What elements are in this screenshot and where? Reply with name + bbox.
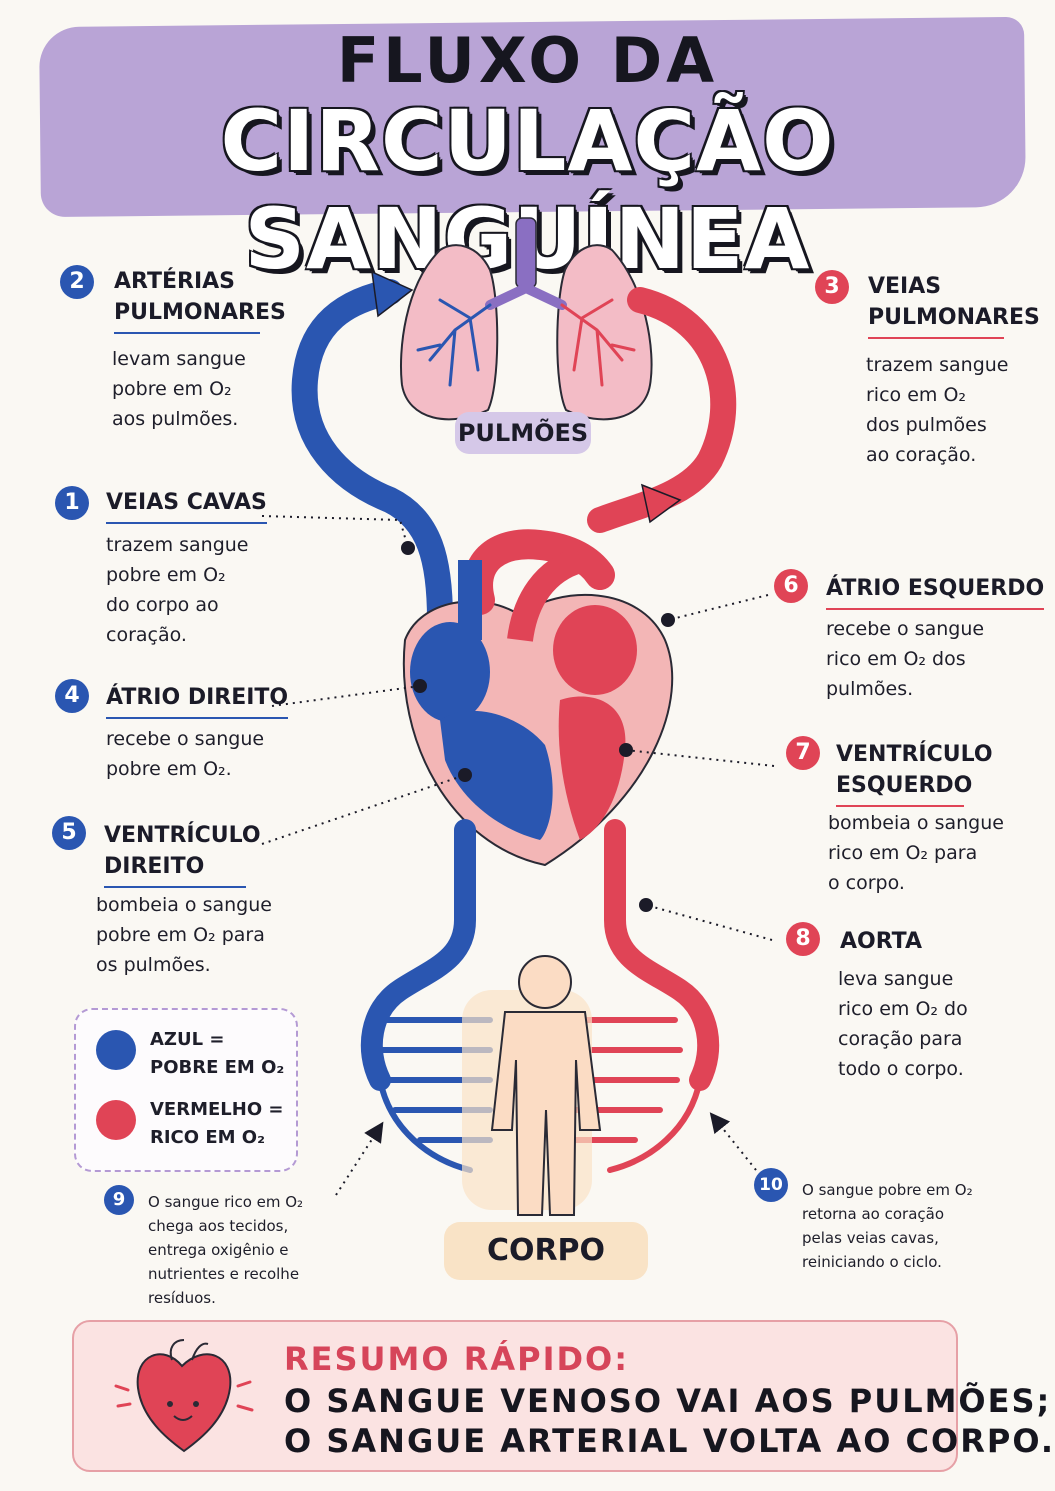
summary-line-1: O SANGUE VENOSO VAI AOS PULMÕES; xyxy=(284,1382,1052,1420)
lungs-label: PULMÕES xyxy=(455,412,591,454)
lungs-illustration xyxy=(399,217,653,421)
step-4-badge: 4 xyxy=(55,679,89,713)
blue-capillaries xyxy=(372,1017,493,1173)
step-2-badge: 2 xyxy=(60,265,94,299)
step-7-badge: 7 xyxy=(786,736,820,770)
summary-title: RESUMO RÁPIDO: xyxy=(284,1340,630,1378)
step-2-title: ARTÉRIAS PULMONARES xyxy=(114,266,286,334)
step-3-title: VEIAS PULMONARES xyxy=(868,271,1040,339)
step-4-title: ÁTRIO DIREITO xyxy=(106,682,289,719)
step-3-description: trazem sangue rico em O₂ dos pulmões ao … xyxy=(866,354,1009,466)
legend-red-label: VERMELHO = RICO EM O₂ xyxy=(150,1099,284,1148)
vena-cava-vessel xyxy=(360,819,476,1091)
title-line-1: FLUXO DA xyxy=(336,24,719,97)
red-capillaries xyxy=(567,1017,703,1173)
step-10-badge: 10 xyxy=(754,1168,788,1202)
step-6-description: recebe o sangue rico em O₂ dos pulmões. xyxy=(826,618,985,700)
step-8-title: AORTA xyxy=(840,929,923,954)
aorta-vessel xyxy=(604,819,720,1091)
step-9-badge: 9 xyxy=(104,1185,134,1215)
step-5-description: bombeia o sangue pobre em O₂ para os pul… xyxy=(96,894,272,976)
step-2-description: levam sangue pobre em O₂ aos pulmões. xyxy=(112,348,246,430)
pulmonary-artery-arrow-icon xyxy=(371,270,414,318)
step-8-badge: 8 xyxy=(786,922,820,956)
step-5-badge: 5 xyxy=(52,816,86,850)
legend-blue-label: AZUL = POBRE EM O₂ xyxy=(150,1029,285,1078)
body-illustration xyxy=(462,955,602,1216)
summary-box: RESUMO RÁPIDO: O SANGUE VENOSO VAI AOS P… xyxy=(72,1320,1053,1472)
legend-red-dot xyxy=(96,1100,136,1140)
legend-blue-dot xyxy=(96,1030,136,1070)
step-10-description: O sangue pobre em O₂ retorna ao coração … xyxy=(802,1181,973,1271)
color-legend: AZUL = POBRE EM O₂ VERMELHO = RICO EM O₂ xyxy=(74,1008,298,1172)
pulmonary-artery-vessel xyxy=(291,279,453,633)
pulmonary-vein-vessel xyxy=(587,287,737,533)
step-7-description: bombeia o sangue rico em O₂ para o corpo… xyxy=(828,812,1004,894)
step-9-description: O sangue rico em O₂ chega aos tecidos, e… xyxy=(148,1193,304,1307)
step-3-badge: 3 xyxy=(815,270,849,304)
heart-illustration xyxy=(402,529,674,867)
body-label: CORPO xyxy=(444,1222,648,1280)
step-1-badge: 1 xyxy=(55,486,89,520)
step-6-badge: 6 xyxy=(774,569,808,603)
leader-lines xyxy=(261,515,775,1196)
step-5-title: VENTRÍCULO DIREITO xyxy=(104,820,261,888)
step-8-description: leva sangue rico em O₂ do coração para t… xyxy=(838,968,968,1080)
smiling-heart-icon xyxy=(114,1339,254,1453)
summary-line-2: O SANGUE ARTERIAL VOLTA AO CORPO. xyxy=(284,1422,1055,1460)
step-1-title: VEIAS CAVAS xyxy=(106,487,267,524)
step-4-description: recebe o sangue pobre em O₂. xyxy=(106,728,265,780)
step-6-title: ÁTRIO ESQUERDO xyxy=(826,573,1045,610)
pulmonary-vein-arrow-icon xyxy=(640,483,682,524)
step-1-description: trazem sangue pobre em O₂ do corpo ao co… xyxy=(106,534,249,646)
step-7-title: VENTRÍCULO ESQUERDO xyxy=(836,739,993,807)
title-line-2: CIRCULAÇÃO SANGUÍNEA xyxy=(220,92,835,288)
